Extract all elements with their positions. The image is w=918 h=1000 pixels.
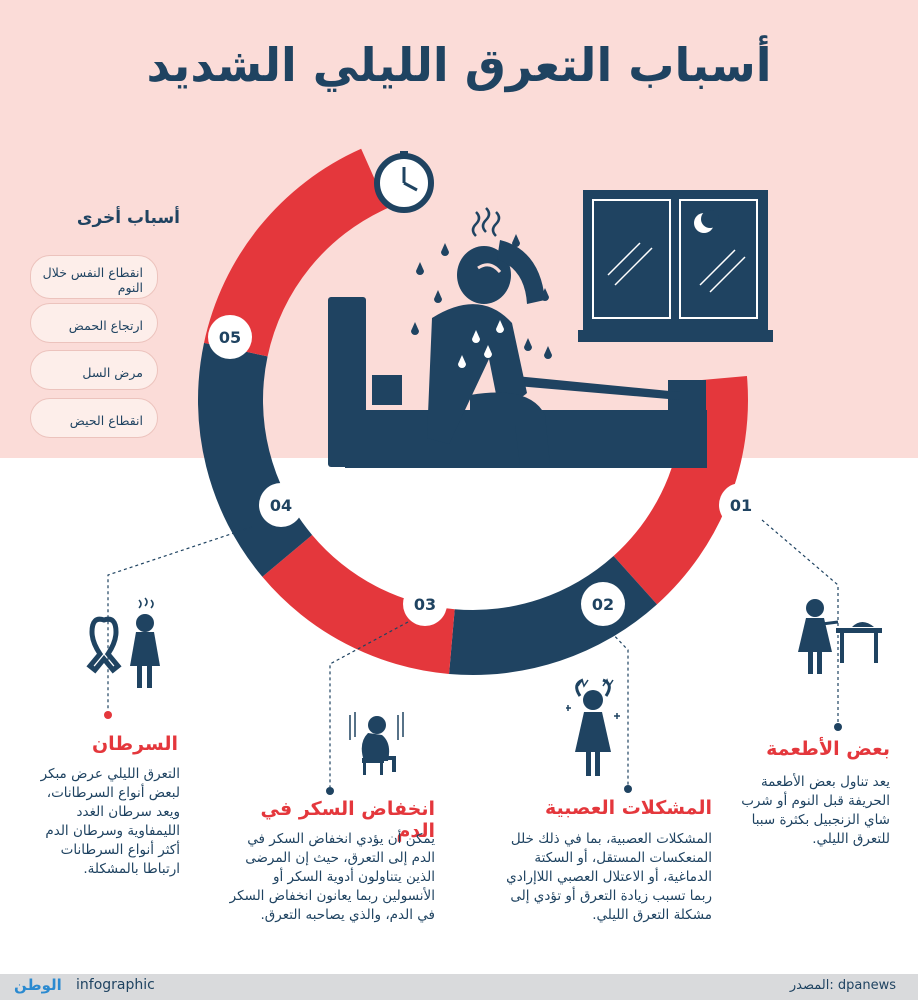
ring-segment-4 bbox=[198, 342, 313, 577]
brand-logo-text: الوطن bbox=[14, 976, 62, 994]
connector-dots bbox=[326, 723, 842, 795]
segment-badge-circle bbox=[719, 483, 763, 527]
sitting-sad-person-icon bbox=[349, 712, 404, 775]
clock-icon bbox=[374, 151, 434, 213]
segment-number: 02 bbox=[592, 595, 614, 614]
window-icon bbox=[578, 190, 773, 342]
segment-badge-circle bbox=[259, 483, 303, 527]
ring-segment-5 bbox=[204, 148, 388, 357]
other-cause-label: ارتجاع الحمض bbox=[68, 318, 143, 333]
source-label: المصدر: dpanews bbox=[789, 978, 896, 993]
connector-lines bbox=[107, 519, 839, 787]
other-cause-pill-tuberculosis: مرض السل bbox=[30, 350, 158, 390]
footer-bar: الوطن infographic المصدر: dpanews bbox=[0, 974, 918, 1000]
cause-title-cancer: السرطان bbox=[91, 733, 178, 755]
stressed-woman-icon bbox=[566, 678, 620, 776]
segment-badge-circle bbox=[208, 315, 252, 359]
cause-ring: 01 02 03 04 05 bbox=[198, 148, 763, 675]
segment-number: 04 bbox=[270, 496, 292, 515]
segment-number: 05 bbox=[219, 328, 241, 347]
segment-badge-circle bbox=[581, 582, 625, 626]
ring-segment-3 bbox=[262, 534, 455, 674]
cause-title-low-blood-sugar: انخفاض السكر في الدم bbox=[260, 798, 435, 842]
tired-woman-icon bbox=[130, 597, 160, 688]
cause-text-foods: يعد تناول بعض الأطعمة الحريفة قبل النوم … bbox=[741, 774, 890, 847]
ring-segment-1 bbox=[613, 376, 748, 605]
other-cause-label: انقطاع الحيض bbox=[69, 413, 143, 428]
other-cause-pill-menopause: انقطاع الحيض bbox=[30, 398, 158, 438]
cause-text-cancer: التعرق الليلي عرض مبكر لبعض أنواع السرطا… bbox=[40, 766, 180, 877]
other-cause-pill-sleep-apnea: انقطاع النفس خلال النوم bbox=[30, 255, 158, 299]
other-cause-label: مرض السل bbox=[82, 365, 143, 380]
cause-title-foods: بعض الأطعمة bbox=[766, 738, 890, 760]
segment-number: 03 bbox=[414, 595, 436, 614]
other-cause-label: انقطاع النفس خلال النوم bbox=[42, 264, 143, 295]
ribbon-icon bbox=[86, 616, 122, 674]
segment-badge-circle bbox=[403, 582, 447, 626]
ring-segment-2 bbox=[449, 556, 658, 675]
sweating-man-icon bbox=[411, 207, 552, 465]
woman-eating-icon bbox=[798, 599, 882, 674]
moon-icon bbox=[694, 210, 719, 233]
connector-dot-cancer bbox=[104, 711, 112, 719]
other-cause-pill-acid-reflux: ارتجاع الحمض bbox=[30, 303, 158, 343]
other-causes-title: أسباب أخرى bbox=[76, 208, 180, 228]
page-title: أسباب التعرق الليلي الشديد bbox=[146, 38, 772, 92]
cause-text-neurological: المشكلات العصبية، بما في ذلك خلل المنعكس… bbox=[506, 831, 712, 923]
brand-infographic-label: infographic bbox=[76, 977, 155, 993]
cause-title-neurological: المشكلات العصبية bbox=[544, 797, 712, 819]
cause-text-low-blood-sugar: يمكن أن يؤدي انخفاض السكر في الدم إلى ال… bbox=[229, 831, 435, 923]
segment-number: 01 bbox=[730, 496, 752, 515]
